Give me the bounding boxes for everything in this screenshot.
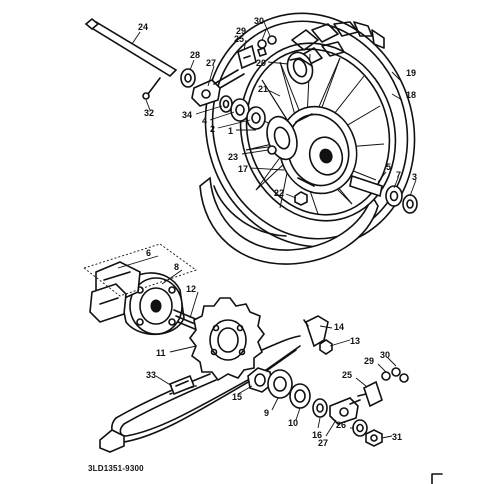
callout-22: 22 [274,188,284,198]
bearing-2 [246,106,266,130]
callout-15: 15 [232,392,242,402]
callout-24: 24 [138,22,148,32]
axle-24 [84,17,178,78]
callout-32: 32 [144,108,154,118]
oil-seal-10 [289,383,311,409]
leader-lines [117,21,417,439]
plate-25-top [237,44,257,70]
dotted-reference [83,243,197,297]
callout-12: 12 [186,284,196,294]
callout-28: 28 [190,50,200,60]
callout-9: 9 [264,408,269,418]
chain-guide [99,429,125,453]
callout-2: 2 [210,124,215,134]
callout-4-top: 4 [202,116,207,126]
washer-28 [180,68,196,88]
callout-29-top: 29 [236,26,246,36]
tire-sidewall [199,176,379,265]
bracket-14 [303,315,329,348]
callout-23: 23 [228,152,238,162]
callout-27-bottom: 27 [318,438,328,448]
callout-31: 31 [392,432,402,442]
collar-34 [219,95,233,113]
callout-7: 7 [396,170,401,180]
callout-6: 6 [146,248,151,258]
rear-wheel [199,12,416,265]
callout-34: 34 [182,110,192,120]
bearing-9 [267,369,293,399]
corner-mark [431,473,443,484]
chain-joint-33 [168,374,196,396]
callout-14: 14 [334,322,344,332]
callout-17: 17 [238,164,248,174]
collar-16 [312,398,328,418]
chain-adjuster-bottom [329,397,359,425]
sprocket-11 [189,297,265,382]
callout-13: 13 [350,336,360,346]
chain-adjuster-top [191,69,245,107]
nut-22 [294,191,308,206]
callout-8: 8 [174,262,179,272]
callout-1: 1 [228,126,233,136]
callout-25-top: 25 [234,34,244,44]
callout-16: 16 [312,430,322,440]
collar-3 [402,194,418,214]
callout-25-bottom: 25 [342,370,352,380]
callout-18: 18 [406,90,416,100]
bearing-7 [385,185,403,207]
nuts-29-30-bottom [381,367,409,383]
wheel-hub [266,105,358,195]
rim-lock [286,51,314,85]
callout-10: 10 [288,418,298,428]
diagram-code: 3LD1351-9300 [88,464,144,473]
callout-3: 3 [412,172,417,182]
nut-31 [365,429,383,447]
bearing-4 [230,98,250,122]
callout-30-bottom: 30 [380,350,390,360]
callout-27-top: 27 [206,58,216,68]
callout-33: 33 [146,370,156,380]
callout-11: 11 [156,348,166,358]
nut-13 [319,339,333,355]
callout-20: 20 [256,58,266,68]
callout-5: 5 [386,162,391,172]
plate-25-bottom [349,380,383,408]
bolt-23 [267,145,277,155]
nuts-29-30-top [256,35,277,58]
washer-26 [352,419,368,437]
callout-labels: 24 28 27 25 29 30 20 32 34 4 2 1 21 23 1… [138,16,417,448]
callout-19: 19 [406,68,416,78]
spacer-5 [349,174,383,198]
bolt-32 [142,77,161,100]
callout-30-top: 30 [254,16,264,26]
callout-29-bottom: 29 [364,356,374,366]
callout-21: 21 [258,84,268,94]
callout-26: 26 [336,420,346,430]
